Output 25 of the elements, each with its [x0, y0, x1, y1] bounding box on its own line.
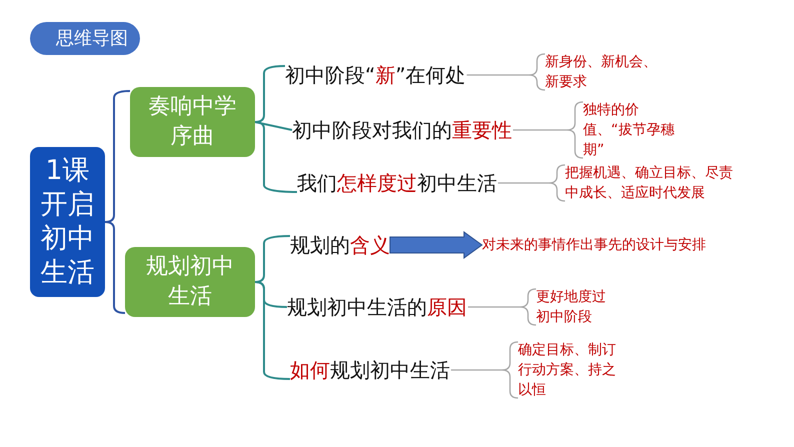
brace [450, 341, 519, 399]
block-arrow [390, 231, 483, 259]
answer-text: 确定目标、制订行动方案、持之以恒 [518, 340, 628, 400]
brace [512, 101, 584, 159]
lesson-box: 1课开启初中生活 [30, 147, 105, 297]
topic-box: 规划初中生活 [125, 247, 255, 317]
title-pill: 思维导图 [30, 22, 140, 55]
brace [497, 164, 566, 202]
question-text: 规划的含义 [290, 232, 390, 258]
answer-text: 把握机遇、确立目标、尽责中成长、适应时代发展 [565, 163, 735, 203]
answer-text: 对未来的事情作出事先的设计与安排 [482, 235, 706, 255]
question-text: 初中阶段“新”在何处 [285, 62, 466, 88]
brace [254, 121, 298, 193]
answer-text: 新身份、新机会、新要求 [545, 52, 670, 92]
brace [254, 121, 292, 131]
brace [467, 288, 537, 326]
question-text: 初中阶段对我们的重要性 [292, 117, 512, 143]
topic-box: 奏响中学序曲 [130, 87, 255, 157]
question-text: 我们怎样度过初中生活 [297, 170, 497, 196]
answer-text: 独特的价值、“拔节孕穗期” [583, 100, 683, 160]
brace [466, 53, 546, 91]
answer-text: 更好地度过初中阶段 [536, 287, 616, 327]
question-text: 如何规划初中生活 [290, 357, 450, 383]
brace [254, 281, 290, 380]
question-text: 规划初中生活的原因 [287, 294, 467, 320]
